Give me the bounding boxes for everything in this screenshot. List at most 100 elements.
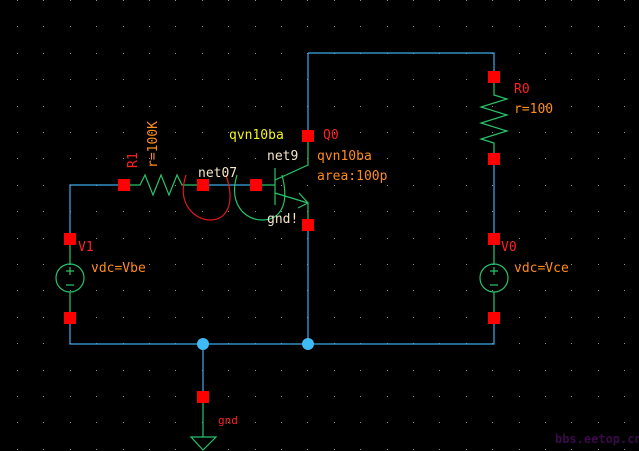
grid-dot <box>149 106 150 107</box>
grid-dot <box>70 370 71 371</box>
pin-v1-plus[interactable] <box>64 233 76 245</box>
r1-name: R1 <box>126 152 141 168</box>
q0-param: area:100p <box>317 169 388 184</box>
pin-v0-minus[interactable] <box>488 312 500 324</box>
grid-dot <box>281 106 282 107</box>
grid-dot <box>228 26 229 27</box>
grid-dot <box>466 290 467 291</box>
grid-dot <box>519 79 520 80</box>
pin-v1-minus[interactable] <box>64 312 76 324</box>
grid-dot <box>228 449 229 450</box>
grid-dot <box>571 343 572 344</box>
grid-dot <box>571 290 572 291</box>
grid-dot <box>123 264 124 265</box>
grid-dot <box>307 0 308 1</box>
junction-emitter[interactable] <box>302 338 314 350</box>
grid-dot <box>387 290 388 291</box>
grid-dot <box>123 396 124 397</box>
grid-dot <box>228 290 229 291</box>
grid-dot <box>43 290 44 291</box>
pin-r1-right[interactable] <box>197 179 209 191</box>
grid-dot <box>149 158 150 159</box>
grid-dot <box>360 370 361 371</box>
pin-v0-plus[interactable] <box>488 233 500 245</box>
grid-dot <box>96 0 97 1</box>
grid-dot <box>123 106 124 107</box>
pin-gnd[interactable] <box>197 391 209 403</box>
grid-dot <box>571 396 572 397</box>
grid-dot <box>96 264 97 265</box>
grid-dot <box>70 290 71 291</box>
grid-dot <box>202 106 203 107</box>
grid-dot <box>307 370 308 371</box>
grid-dot <box>43 132 44 133</box>
grid-dot <box>96 238 97 239</box>
grid-dot <box>492 290 493 291</box>
pin-q0-emitter[interactable] <box>302 219 314 231</box>
grid-dot <box>17 185 18 186</box>
junction-gnd[interactable] <box>197 338 209 350</box>
grid-dot <box>598 185 599 186</box>
resistor-r0[interactable] <box>478 77 510 159</box>
grid-dot <box>387 317 388 318</box>
grid-dot <box>545 132 546 133</box>
grid-dot <box>360 238 361 239</box>
grid-dot <box>281 185 282 186</box>
grid-dot <box>439 0 440 1</box>
grid-dot <box>334 370 335 371</box>
grid-dot <box>466 238 467 239</box>
grid-dot <box>598 26 599 27</box>
grid-dot <box>43 0 44 1</box>
grid-dot <box>149 53 150 54</box>
pin-q0-base[interactable] <box>250 179 262 191</box>
grid-dot <box>334 26 335 27</box>
grid-dot <box>96 53 97 54</box>
grid-dot <box>466 317 467 318</box>
pin-r0-bottom[interactable] <box>488 153 500 165</box>
grid-dot <box>43 396 44 397</box>
grid-dot <box>70 106 71 107</box>
grid-dot <box>70 158 71 159</box>
grid-dot <box>545 53 546 54</box>
grid-dot <box>43 422 44 423</box>
pins <box>64 71 500 403</box>
grid-dot <box>175 396 176 397</box>
grid-dot <box>123 211 124 212</box>
grid-dot <box>43 264 44 265</box>
grid-dot <box>202 26 203 27</box>
grid-dot <box>624 449 625 450</box>
grid-dot <box>149 79 150 80</box>
grid-dot <box>545 158 546 159</box>
grid-dot <box>149 26 150 27</box>
grid-dot <box>255 211 256 212</box>
pin-r1-left[interactable] <box>118 179 130 191</box>
transistor-q0[interactable] <box>256 136 309 225</box>
grid-dot <box>96 449 97 450</box>
pin-r0-top[interactable] <box>488 71 500 83</box>
pin-q0-collector[interactable] <box>302 130 314 142</box>
resistor-r1[interactable] <box>124 173 203 197</box>
grid-dot <box>360 26 361 27</box>
grid-dot <box>17 158 18 159</box>
grid-dot <box>466 396 467 397</box>
grid-dot <box>334 0 335 1</box>
grid-dot <box>413 158 414 159</box>
wire-v0-bottom[interactable] <box>69 318 495 345</box>
grid-dot <box>281 396 282 397</box>
grid-dot <box>413 370 414 371</box>
grid-dot <box>175 53 176 54</box>
grid-dot <box>360 106 361 107</box>
wire-left[interactable] <box>69 184 124 239</box>
grid-dot <box>149 396 150 397</box>
grid-dot <box>598 264 599 265</box>
grid-dot <box>466 264 467 265</box>
grid-dot <box>228 0 229 1</box>
grid-dot <box>175 264 176 265</box>
grid-dot <box>228 158 229 159</box>
wire-top[interactable] <box>308 52 495 77</box>
ground-symbol[interactable] <box>189 397 218 451</box>
grid-dot <box>360 396 361 397</box>
grid-dot <box>17 238 18 239</box>
grid-dot <box>255 26 256 27</box>
